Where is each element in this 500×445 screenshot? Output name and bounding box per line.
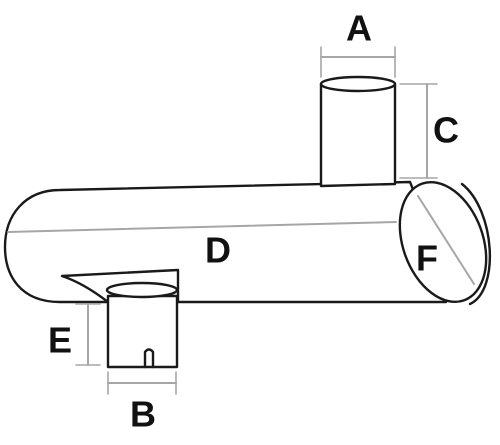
dimension-c <box>399 83 438 179</box>
label-b: B <box>130 394 156 435</box>
dimension-d <box>7 221 397 233</box>
dimension-e <box>75 303 101 366</box>
label-d: D <box>205 230 231 271</box>
top-outlet-opening <box>319 75 397 93</box>
muffler-end-cap <box>398 180 488 304</box>
dimension-a <box>320 46 396 78</box>
top-outlet-pipe <box>319 82 397 188</box>
label-e: E <box>48 320 72 361</box>
label-f: F <box>416 238 438 279</box>
inlet-pipe-slot <box>143 348 155 369</box>
dimension-f <box>417 195 475 285</box>
bottom-inlet-opening <box>105 281 179 299</box>
end-cap-rim <box>460 182 492 306</box>
label-c: C <box>433 110 459 151</box>
dimension-b <box>107 371 177 395</box>
label-a: A <box>346 8 372 49</box>
bottom-inlet-pipe <box>106 294 179 369</box>
